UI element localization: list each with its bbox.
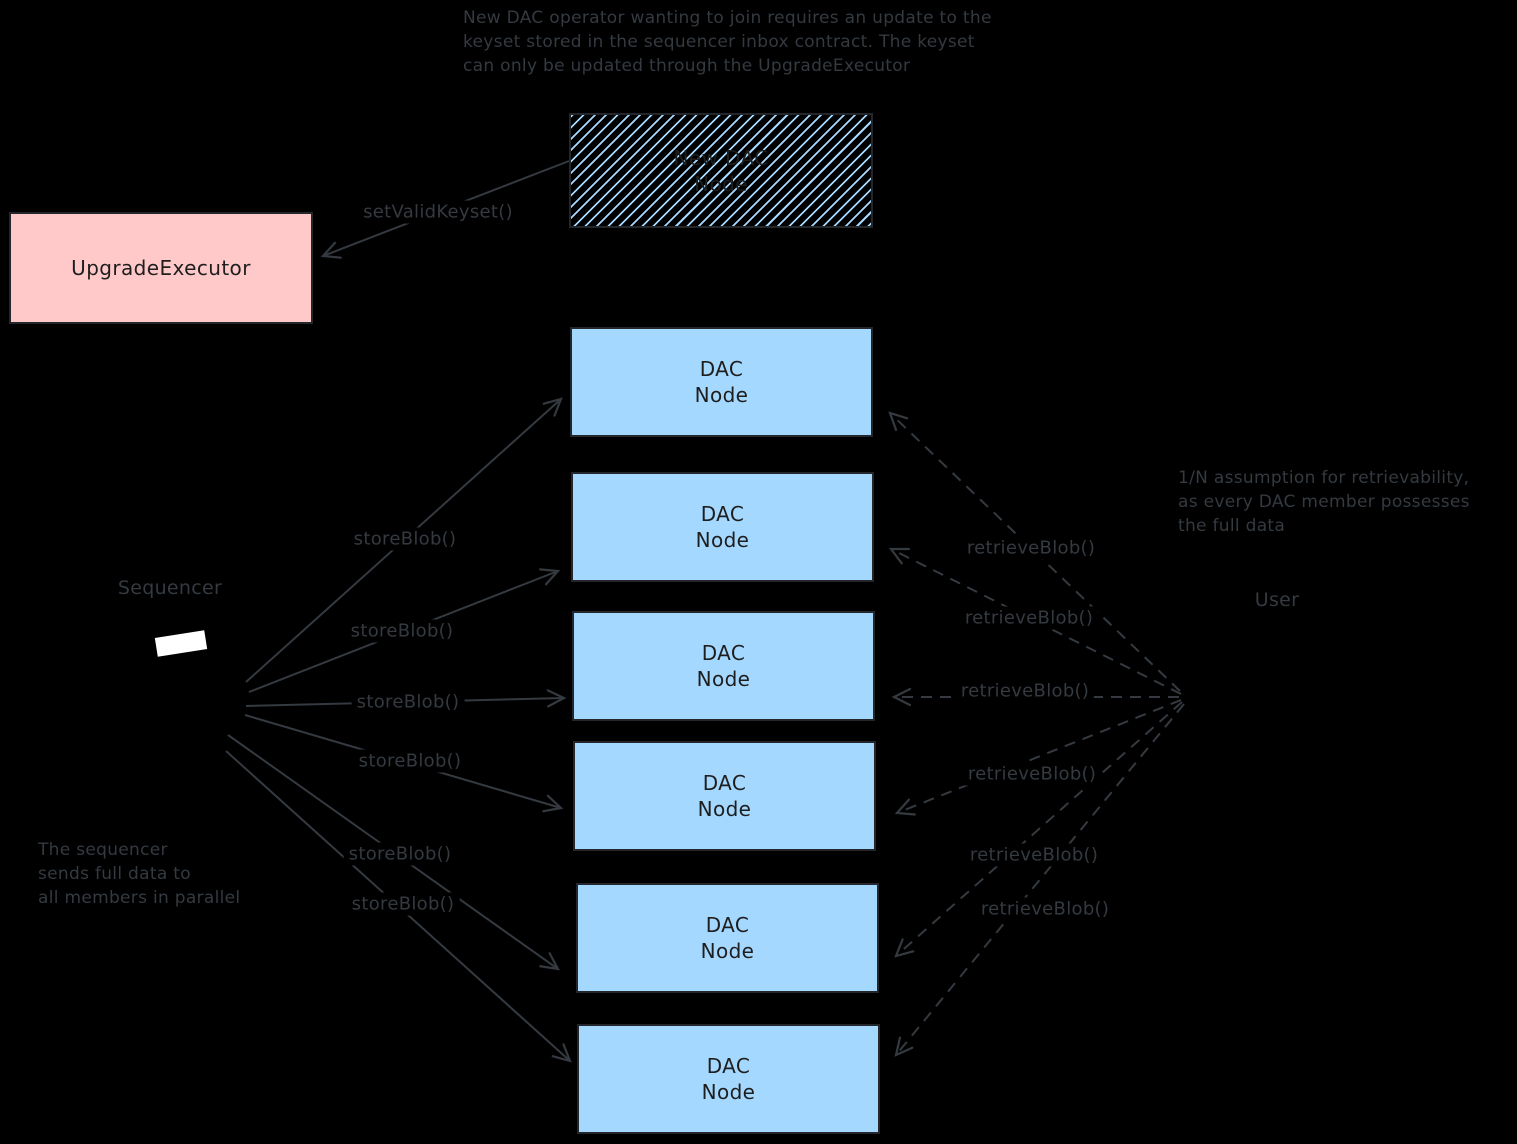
dac-node-label: Node bbox=[697, 797, 752, 821]
retrieve-blob-label-6: retrieveBlob() bbox=[975, 897, 1115, 921]
retrieve-blob-label-1: retrieveBlob() bbox=[961, 536, 1101, 560]
dac-node-label: Node bbox=[700, 939, 755, 963]
keyset-note-line: can only be updated through the UpgradeE… bbox=[463, 56, 911, 76]
dac-node-box-1: DAC Node bbox=[570, 327, 873, 437]
dac-node-box-6: DAC Node bbox=[577, 1024, 880, 1134]
keyset-note: New DAC operator wanting to join require… bbox=[463, 6, 992, 78]
set-valid-keyset-label: setValidKeyset() bbox=[358, 200, 518, 224]
dac-node-label: Node bbox=[701, 1080, 756, 1104]
retrievability-note-line: the full data bbox=[1178, 516, 1286, 536]
sequencer-note-line: all members in parallel bbox=[38, 888, 241, 908]
upgrade-executor-box: UpgradeExecutor bbox=[9, 212, 313, 324]
keyset-note-line: New DAC operator wanting to join require… bbox=[463, 8, 992, 28]
sequencer-note-line: sends full data to bbox=[38, 864, 191, 884]
new-dac-node-box: New DAC Node bbox=[569, 113, 873, 228]
sequencer-note-line: The sequencer bbox=[38, 840, 168, 860]
new-dac-node-label: New DAC bbox=[673, 145, 769, 170]
retrieve-blob-label-4: retrieveBlob() bbox=[962, 762, 1102, 786]
dac-node-box-4: DAC Node bbox=[573, 741, 876, 851]
new-dac-node-label: Node bbox=[694, 171, 748, 196]
retrievability-note-line: 1/N assumption for retrievability, bbox=[1178, 468, 1470, 488]
store-blob-label-2: storeBlob() bbox=[345, 619, 459, 643]
dac-node-label: Node bbox=[696, 667, 751, 691]
retrievability-note: 1/N assumption for retrievability, as ev… bbox=[1178, 466, 1470, 538]
sequencer-label: Sequencer bbox=[117, 577, 223, 599]
user-label: User bbox=[1254, 589, 1300, 611]
store-blob-label-5: storeBlob() bbox=[343, 842, 457, 866]
retrieve-blob-arrow-5 bbox=[894, 701, 1183, 958]
retrievability-note-line: as every DAC member possesses bbox=[1178, 492, 1470, 512]
dac-node-label: DAC bbox=[702, 771, 747, 795]
retrieve-blob-label-3: retrieveBlob() bbox=[955, 679, 1095, 703]
dac-node-label: Node bbox=[694, 383, 749, 407]
dac-node-box-3: DAC Node bbox=[572, 611, 875, 721]
dac-node-label: DAC bbox=[706, 1054, 751, 1078]
store-blob-label-4: storeBlob() bbox=[353, 749, 467, 773]
dac-node-label: DAC bbox=[705, 913, 750, 937]
store-blob-label-3: storeBlob() bbox=[351, 690, 465, 714]
keyset-note-line: keyset stored in the sequencer inbox con… bbox=[463, 32, 975, 52]
dac-node-label: DAC bbox=[700, 502, 745, 526]
dac-node-label: Node bbox=[695, 528, 750, 552]
dac-node-label: DAC bbox=[699, 357, 744, 381]
retrieve-blob-arrow-6 bbox=[894, 703, 1185, 1057]
sequencer-note: The sequencer sends full data to all mem… bbox=[38, 838, 240, 910]
store-blob-label-6: storeBlob() bbox=[346, 892, 460, 916]
retrieve-blob-arrow-4 bbox=[894, 699, 1182, 816]
retrieve-blob-label-5: retrieveBlob() bbox=[964, 843, 1104, 867]
dac-node-box-5: DAC Node bbox=[576, 883, 879, 993]
upgrade-executor-label: UpgradeExecutor bbox=[71, 256, 251, 280]
dac-node-label: DAC bbox=[701, 641, 746, 665]
retrieve-blob-label-2: retrieveBlob() bbox=[959, 606, 1099, 630]
store-blob-label-1: storeBlob() bbox=[348, 527, 462, 551]
dac-node-box-2: DAC Node bbox=[571, 472, 874, 582]
